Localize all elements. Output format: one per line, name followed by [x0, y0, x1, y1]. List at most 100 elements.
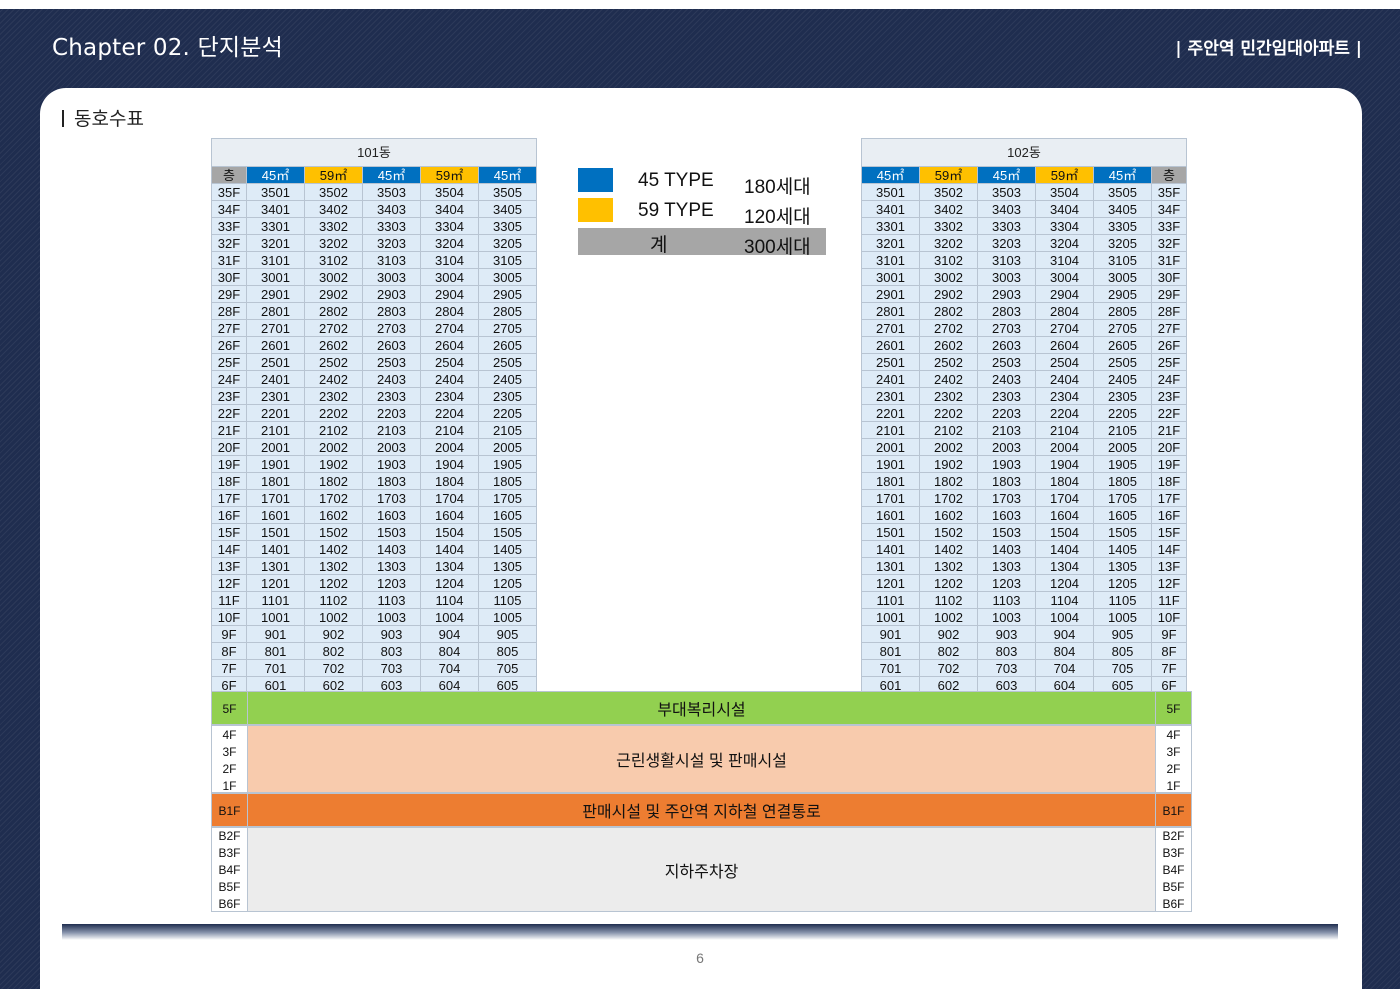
floor-label: 15F: [211, 523, 247, 541]
unit-cell: 1305: [1093, 557, 1152, 575]
unit-cell: 2902: [304, 285, 363, 303]
unit-cell: 3001: [246, 268, 305, 286]
unit-cell: 2502: [919, 353, 978, 371]
unit-cell: 2601: [861, 336, 920, 354]
unit-cell: 2202: [919, 404, 978, 422]
unit-cell: 1404: [1035, 540, 1094, 558]
floor-label: 35F: [1151, 183, 1187, 201]
unit-cell: 3402: [304, 200, 363, 218]
unit-cell: 1105: [478, 591, 537, 609]
unit-cell: 2604: [1035, 336, 1094, 354]
floor-label: B4F: [218, 863, 241, 877]
floor-label: 10F: [211, 608, 247, 626]
floor-label: 27F: [1151, 319, 1187, 337]
unit-cell: 1802: [304, 472, 363, 490]
unit-cell: 1803: [977, 472, 1036, 490]
floor-label: 29F: [1151, 285, 1187, 303]
floor-label: 4F: [222, 728, 237, 742]
unit-cell: 1904: [1035, 455, 1094, 473]
unit-cell: 2003: [362, 438, 421, 456]
unit-cell: 2501: [246, 353, 305, 371]
unit-cell: 1602: [919, 506, 978, 524]
podium-subway: B1F 판매시설 및 주안역 지하철 연결통로 B1F: [211, 793, 1192, 827]
unit-cell: 2501: [861, 353, 920, 371]
unit-cell: 3301: [246, 217, 305, 235]
unit-cell: 3101: [246, 251, 305, 269]
unit-cell: 605: [1093, 676, 1152, 694]
unit-cell: 803: [977, 642, 1036, 660]
unit-cell: 1801: [861, 472, 920, 490]
unit-cell: 2104: [420, 421, 479, 439]
unit-cell: 1604: [1035, 506, 1094, 524]
unit-cell: 3002: [919, 268, 978, 286]
unit-cell: 3303: [977, 217, 1036, 235]
unit-cell: 2101: [861, 421, 920, 439]
unit-cell: 3404: [1035, 200, 1094, 218]
unit-cell: 3505: [1093, 183, 1152, 201]
unit-cell: 2602: [304, 336, 363, 354]
unit-cell: 3505: [478, 183, 537, 201]
unit-cell: 1203: [362, 574, 421, 592]
unit-type-header: 59㎡: [304, 166, 363, 184]
unit-cell: 3503: [362, 183, 421, 201]
footer-shadow-bar: [62, 924, 1338, 940]
unit-cell: 2505: [1093, 353, 1152, 371]
unit-cell: 3303: [362, 217, 421, 235]
floor-label: 11F: [1151, 591, 1187, 609]
unit-cell: 2304: [1035, 387, 1094, 405]
unit-type-header: 59㎡: [420, 166, 479, 184]
floor-label: 13F: [1151, 557, 1187, 575]
unit-cell: 1301: [861, 557, 920, 575]
unit-cell: 2805: [1093, 302, 1152, 320]
unit-cell: 1704: [1035, 489, 1094, 507]
floor-label: 24F: [1151, 370, 1187, 388]
unit-cell: 803: [362, 642, 421, 660]
unit-cell: 2502: [304, 353, 363, 371]
unit-cell: 2503: [362, 353, 421, 371]
unit-cell: 1004: [1035, 608, 1094, 626]
unit-cell: 2303: [362, 387, 421, 405]
unit-cell: 3102: [304, 251, 363, 269]
unit-cell: 2204: [420, 404, 479, 422]
unit-cell: 2102: [919, 421, 978, 439]
floor-label: B6F: [1162, 897, 1185, 911]
floor-label: B2F: [1162, 829, 1185, 843]
unit-cell: 3202: [919, 234, 978, 252]
unit-cell: 2405: [1093, 370, 1152, 388]
unit-cell: 1705: [478, 489, 537, 507]
unit-cell: 3401: [246, 200, 305, 218]
unit-cell: 2801: [246, 302, 305, 320]
unit-cell: 805: [478, 642, 537, 660]
unit-cell: 1303: [362, 557, 421, 575]
title-bar-mark: [62, 110, 64, 127]
floor-label: 19F: [211, 455, 247, 473]
unit-cell: 2101: [246, 421, 305, 439]
unit-cell: 3203: [362, 234, 421, 252]
unit-cell: 2202: [304, 404, 363, 422]
floor-label: 19F: [1151, 455, 1187, 473]
unit-cell: 2703: [977, 319, 1036, 337]
floor-label: 22F: [211, 404, 247, 422]
unit-cell: 1905: [478, 455, 537, 473]
unit-cell: 3305: [1093, 217, 1152, 235]
unit-cell: 604: [1035, 676, 1094, 694]
unit-cell: 1605: [1093, 506, 1152, 524]
unit-cell: 2205: [478, 404, 537, 422]
unit-cell: 2803: [977, 302, 1036, 320]
legend-count-45: 180세대: [744, 177, 811, 198]
unit-cell: 2702: [919, 319, 978, 337]
